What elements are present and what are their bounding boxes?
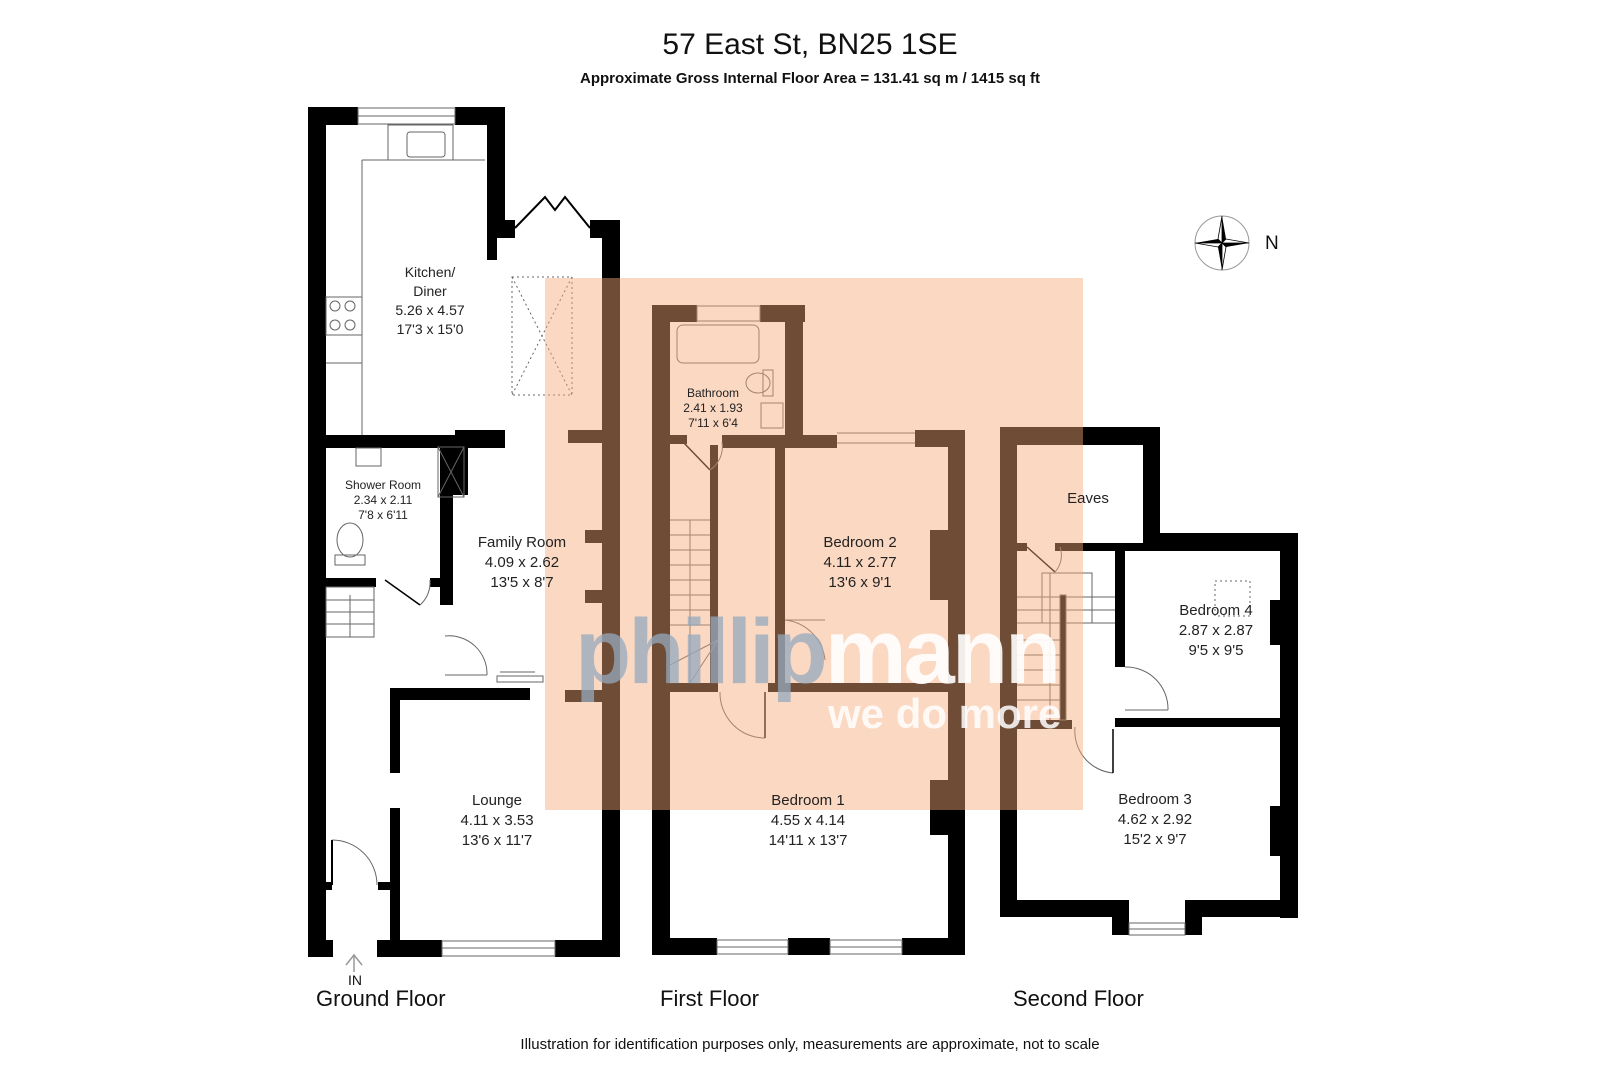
ground-floor-fixtures — [325, 107, 591, 957]
entrance-label: IN — [348, 972, 362, 988]
compass-north-label: N — [1265, 233, 1279, 254]
floor-label-second: Second Floor — [1013, 986, 1144, 1011]
room-label-bedroom-2: Bedroom 2 4.11 x 2.77 13'6 x 9'1 — [823, 534, 897, 591]
room-label-bathroom: Bathroom 2.41 x 1.93 7'11 x 6'4 — [683, 386, 743, 430]
second-floor-fixtures — [1017, 546, 1251, 936]
room-label-eaves: Eaves — [1067, 490, 1109, 507]
ground-floor-plan — [308, 107, 620, 957]
entrance-arrow-icon — [345, 953, 363, 972]
floor-area-subtitle: Approximate Gross Internal Floor Area = … — [579, 70, 1041, 87]
second-floor-plan — [1000, 427, 1298, 935]
room-label-bedroom-4: Bedroom 4 2.87 x 2.87 9'5 x 9'5 — [1178, 602, 1254, 659]
room-label-shower-room: Shower Room 2.34 x 2.11 7'8 x 6'11 — [344, 478, 422, 522]
compass-rose-icon — [1194, 215, 1250, 271]
room-label-lounge: Lounge 4.11 x 3.53 13'6 x 11'7 — [460, 792, 534, 849]
first-floor-fixtures — [669, 305, 915, 955]
room-label-bedroom-1: Bedroom 1 4.55 x 4.14 14'11 x 13'7 — [768, 792, 848, 849]
room-label-family-room: Family Room 4.09 x 2.62 13'5 x 8'7 — [477, 534, 567, 591]
page-title: 57 East St, BN25 1SE — [662, 28, 958, 61]
floor-label-ground: Ground Floor — [316, 986, 446, 1011]
room-label-bedroom-3: Bedroom 3 4.62 x 2.92 15'2 x 9'7 — [1117, 791, 1193, 848]
floor-label-first: First Floor — [660, 986, 759, 1011]
room-label-kitchen-diner: Kitchen/ Diner 5.26 x 4.57 17'3 x 15'0 — [395, 264, 465, 337]
disclaimer-footer: Illustration for identification purposes… — [520, 1036, 1100, 1053]
first-floor-plan — [652, 305, 965, 955]
